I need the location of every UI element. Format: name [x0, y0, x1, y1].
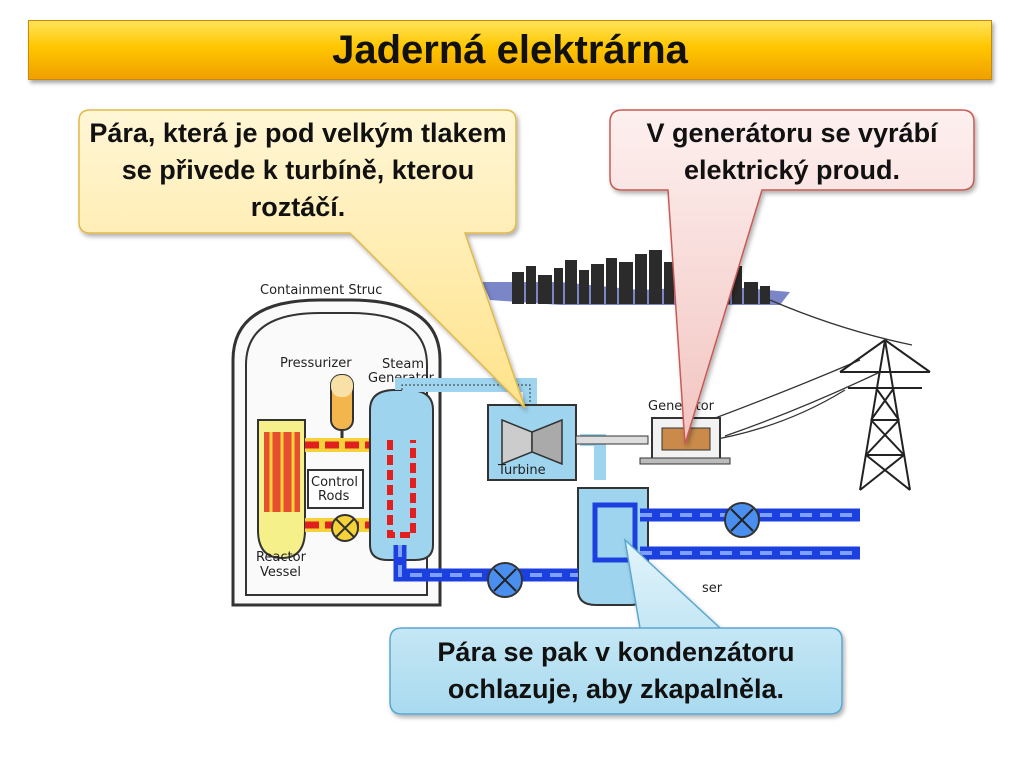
reactor-label-line1: Reactor: [256, 550, 307, 565]
transmission-tower: [839, 339, 931, 491]
callout-condenser-text: Pára se pak v kondenzátoru ochlazuje, ab…: [437, 637, 795, 704]
callout-condenser-shape: [389, 537, 843, 715]
slide-title: Jaderná elektrárna: [332, 27, 688, 72]
condenser-label: ser: [702, 581, 723, 596]
primary-pump: [331, 514, 359, 542]
callout-steam-shape: [78, 109, 526, 409]
callout-steam-text: Pára, která je pod velkým tlakem se přiv…: [89, 118, 507, 222]
reactor-vessel: Reactor Vessel: [256, 419, 307, 580]
title-bar: Jaderná elektrárna: [28, 20, 992, 80]
containment-label: Containment Struc: [260, 283, 382, 298]
pressurizer: Pressurizer: [280, 356, 354, 445]
generator-label: Generator: [648, 399, 715, 414]
turbine-label: Turbine: [497, 463, 546, 478]
steam-generator-label-line1: Steam: [382, 357, 424, 372]
control-rods-label-line1: Control: [311, 475, 358, 490]
reactor-label-line2: Vessel: [260, 565, 301, 580]
callout-generator-text: V generátoru se vyrábí elektrický proud.: [646, 118, 938, 185]
pressurizer-label: Pressurizer: [280, 356, 352, 371]
feed-pump: [487, 562, 523, 598]
turbine: Turbine: [487, 404, 577, 481]
control-rods: Control Rods: [307, 469, 364, 509]
steam-generator: Steam Generator: [368, 357, 435, 561]
callout-generator-shape: [609, 109, 975, 445]
cooling-pump: [724, 502, 760, 538]
control-rods-label-line2: Rods: [318, 489, 350, 504]
city-skyline: [482, 250, 790, 305]
